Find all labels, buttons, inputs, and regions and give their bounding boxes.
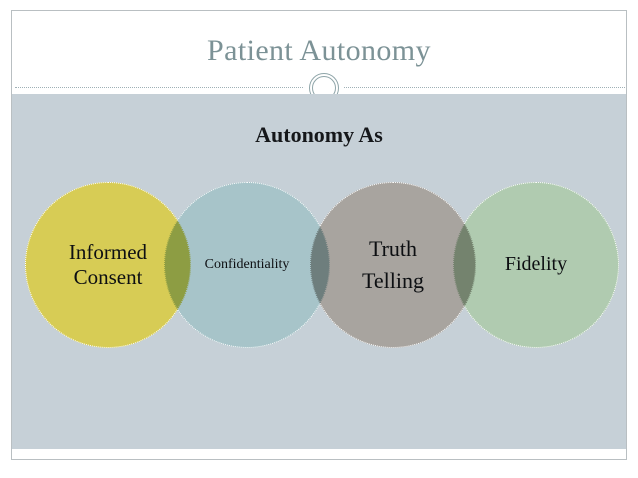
venn-label-line-1: Fidelity	[504, 253, 568, 276]
venn-label-line-1: Confidentiality	[204, 256, 290, 272]
slide-subtitle: Autonomy As	[255, 122, 383, 147]
venn-circle-label: Confidentiality	[199, 257, 296, 274]
venn-label-line-1: Truth	[368, 236, 418, 262]
venn-circle-fidelity[interactable]: Fidelity	[453, 182, 619, 348]
venn-label-line-2: Consent	[73, 265, 143, 289]
venn-label-line-2: Telling	[361, 268, 424, 293]
venn-circle-label: Fidelity	[499, 253, 573, 277]
venn-label-line-1: Informed	[68, 240, 148, 265]
venn-circle-confidentiality[interactable]: Confidentiality	[164, 182, 330, 348]
page-title: Patient Autonomy	[207, 34, 431, 67]
